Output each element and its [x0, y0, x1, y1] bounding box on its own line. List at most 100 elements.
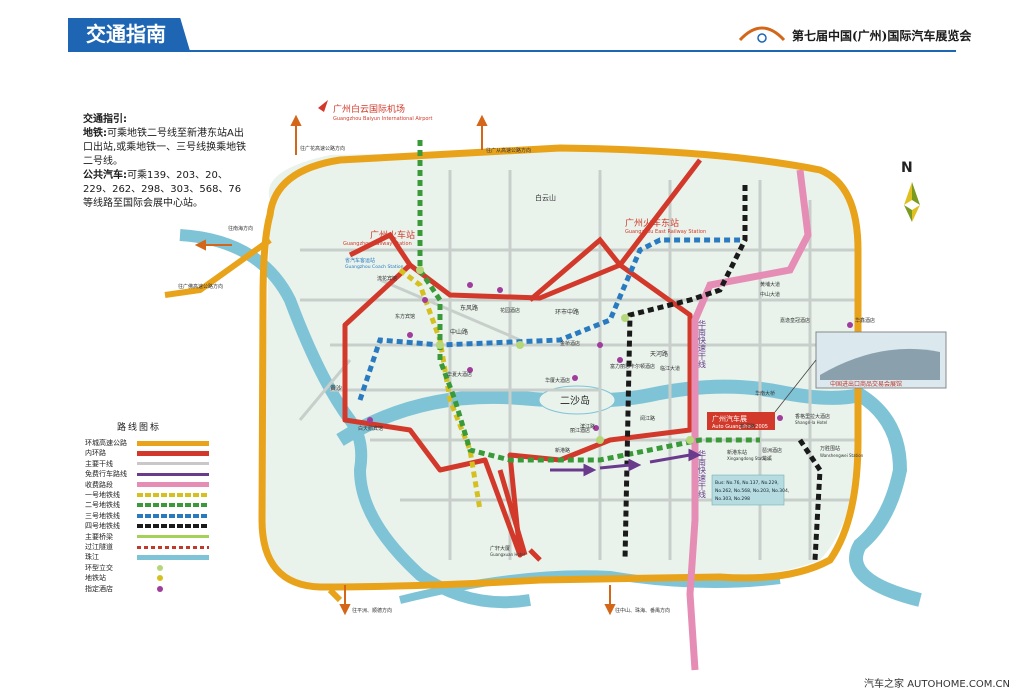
bus-info-box	[711, 474, 785, 506]
legend-item: 环型立交	[85, 563, 163, 573]
expo-photo-caption: 中国进出口商品交易会展馆	[830, 380, 902, 388]
legend-item-label: 地铁站	[85, 574, 106, 583]
shangri-label: 香格里拉大酒店	[795, 413, 830, 420]
header-divider	[68, 50, 956, 52]
inner-ring-south	[497, 469, 542, 562]
legend-swatch	[157, 585, 163, 592]
to-nanhai-label: 往南海方向	[228, 225, 253, 232]
legend-item-label: 一号地铁线	[85, 491, 120, 499]
legend-swatch	[137, 493, 209, 497]
railway-label: 广州火车站	[370, 229, 415, 241]
legend-item-label: 三号地铁线	[85, 511, 120, 520]
metro-line-1	[398, 268, 483, 511]
legend-item-label: 二号地铁线	[85, 501, 120, 510]
legend-swatch	[137, 503, 209, 508]
garden-label: 花园酒店	[500, 307, 520, 314]
airport-label: 广州白云国际机场	[333, 103, 405, 115]
airport-icon	[318, 100, 328, 112]
legend-item: 内环路	[85, 448, 209, 458]
legend-item-label: 环型立交	[85, 563, 113, 572]
huangpu-avenue-label: 黄埔大道	[760, 281, 780, 288]
guangxuan-label-en: Guangxuan Hotel	[490, 552, 525, 557]
pearl-river-main	[336, 379, 922, 607]
expo-label: 广州汽车展	[712, 414, 747, 423]
huanan-express-highway	[686, 169, 812, 671]
zhongshan-road-label: 中山路	[450, 328, 468, 336]
dongfang-label: 东方宾馆	[395, 313, 415, 320]
legend-item: 过江隧道	[85, 542, 209, 552]
legend-item: 一号地铁线	[85, 490, 209, 500]
railway-label-en: Guangzhou Railway Station	[343, 241, 412, 247]
longxi-label: 龙溪	[762, 455, 772, 462]
ring-expressway	[258, 144, 862, 591]
wanshengwei-label: 万胜围站	[820, 445, 840, 452]
traffic-guide: 交通指引: 地铁:可乘地铁二号线至新港东站A出口出站,或乘地铁一、三号线换乘地铁…	[83, 113, 249, 211]
xinjiao-road-label: 新滘路	[740, 423, 755, 430]
direction-arrows	[194, 114, 616, 616]
ershadao-island	[538, 385, 616, 415]
grand-royal-label: 嘉逸皇冠酒店	[780, 317, 810, 324]
zhongshan-avenue-label: 中山大道	[760, 291, 780, 298]
expo-callout-line	[774, 359, 817, 413]
zhujiang-bridge-label: 华南大桥	[755, 390, 775, 397]
to-panyu-label: 往平洲、顺德方向	[352, 607, 392, 614]
legend-swatch	[137, 524, 209, 529]
legend-item-label: 环城高速公路	[85, 439, 127, 447]
to-zhuhai-label: 往中山、珠海、番禺方向	[615, 607, 670, 614]
shangri-label-en: Shangri-la Hotel	[795, 420, 827, 425]
expressway-spurs	[164, 237, 343, 603]
to-conghua-label: 往广从高速公路方向	[486, 147, 531, 154]
legend-item: 珠江	[85, 552, 209, 562]
tianhe-road-label: 天河路	[650, 350, 668, 358]
white-swan-label: 白天鹅宾馆	[358, 425, 383, 432]
huaxia-label: 华夏大酒店	[447, 371, 472, 378]
expressway-south-label: 华南快速干线	[698, 449, 707, 498]
yuejiang-road-label: 阅江路	[640, 415, 655, 422]
legend-item: 指定酒店	[85, 584, 163, 594]
legend-swatch	[137, 450, 209, 456]
bus-text: 可乘139、203、20、229、262、298、303、568、76等线路至国…	[83, 170, 242, 209]
hotel-markers	[367, 282, 853, 431]
huanshi-road-label: 环市中路	[555, 308, 579, 316]
legend-swatch	[137, 472, 209, 476]
legend-swatch	[137, 513, 209, 518]
metro-line-4-south	[797, 438, 823, 561]
legend-swatch	[137, 554, 209, 560]
xingang-road-label: 新港路	[555, 447, 570, 454]
inner-ring-east	[528, 158, 702, 302]
legend-item-label: 主要干线	[85, 459, 113, 468]
legend-title: 路线图标	[117, 423, 162, 433]
legend-swatch	[137, 482, 209, 488]
guide-title: 交通指引:	[83, 114, 127, 125]
to-huadu-label: 往广花高速公路方向	[300, 145, 345, 152]
footer-watermark: 汽车之家 AUTOHOME.COM.CN	[864, 679, 1010, 690]
expo-photo-building	[820, 348, 940, 380]
xingang-east-label-en: Xingangdong Station	[727, 456, 769, 461]
waking-town-label: 华鑫酒店	[855, 317, 875, 324]
legend-item-label: 过江隧道	[85, 543, 113, 551]
legend-item-label: 珠江	[85, 553, 99, 562]
coach-label-en: Guangzhou Coach Station	[345, 264, 404, 270]
legend-item: 主要桥梁	[85, 532, 209, 542]
interchanges	[416, 266, 694, 444]
xingang-east-label: 新港东站	[727, 449, 747, 456]
coach-label: 省汽车客运站	[345, 257, 375, 264]
legend-item-label: 主要桥梁	[85, 532, 113, 541]
airport-label-en: Guangzhou Baiyun International Airport	[333, 116, 432, 122]
golden-label: 金桥酒店	[560, 340, 580, 347]
bus-info-line1: Bus: No.76, No.137, No.229,	[715, 480, 779, 486]
legend-item: 四号地铁线	[85, 521, 209, 531]
legend-swatch	[137, 545, 209, 549]
metro-line-3	[357, 237, 740, 401]
legend-swatch	[137, 440, 209, 446]
compass-icon	[904, 182, 920, 222]
linjiang-avenue-label: 临江大道	[660, 365, 680, 372]
event-title: 第七届中国(广州)国际汽车展览会	[792, 29, 972, 43]
legend-swatch	[157, 575, 163, 582]
regal-label: 丽江酒店	[570, 427, 590, 434]
legend-item: 环城高速公路	[85, 438, 209, 448]
expo-marker[interactable]	[707, 412, 775, 430]
legend-item: 主要干线	[85, 459, 209, 469]
ramada-label: 华厦大酒店	[545, 377, 570, 384]
